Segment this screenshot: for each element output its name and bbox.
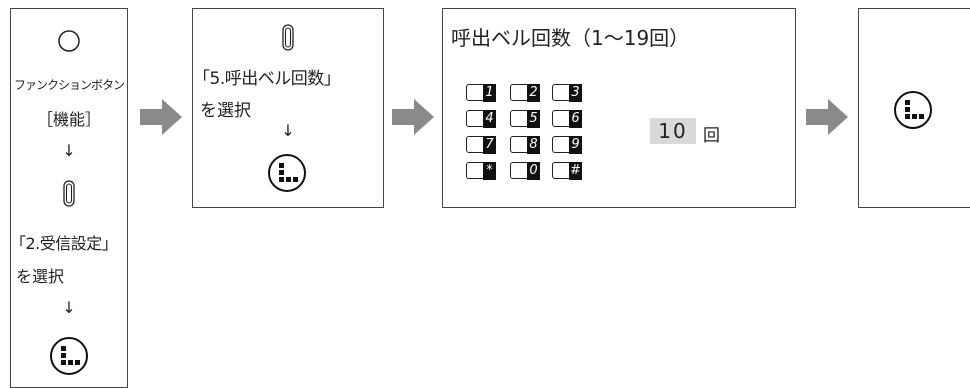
keypad-key-6: 6 [552, 110, 582, 128]
keypad-key-9: 9 [552, 136, 582, 154]
keypad-key-5: 5 [510, 110, 540, 128]
right-arrow-icon [392, 99, 434, 135]
jog-dial-icon [63, 180, 75, 207]
select-item-ring-count: 「5.呼出ベル回数」 [193, 69, 341, 89]
ring-count-unit: 回 [703, 126, 720, 146]
right-arrow-icon [806, 99, 848, 135]
circle-button-icon [58, 30, 80, 52]
keypad-key-hash: # [552, 162, 582, 180]
step-panel-3 [442, 8, 796, 208]
enter-button-icon [268, 154, 306, 192]
jog-dial-icon [282, 24, 294, 51]
ring-count-value: 10 [658, 119, 688, 143]
keypad-key-1: 1 [466, 84, 496, 102]
ring-count-title: 呼出ベル回数（1〜19回） [451, 26, 690, 50]
keypad-key-7: 7 [466, 136, 496, 154]
function-button-label: ファンクションボタン [13, 78, 125, 92]
right-arrow-icon [140, 99, 182, 135]
select-action-1: を選択 [16, 267, 65, 286]
keypad-key-2: 2 [510, 84, 540, 102]
keypad-key-8: 8 [510, 136, 540, 154]
down-arrow-1: ↓ [62, 141, 76, 160]
keypad-key-0: 0 [510, 162, 540, 180]
keypad-key-4: 4 [466, 110, 496, 128]
down-arrow-2: ↓ [62, 298, 76, 317]
down-arrow-3: ↓ [281, 121, 295, 140]
function-button-sub: ［機能］ [36, 110, 101, 129]
enter-button-icon [894, 91, 932, 129]
step-panel-2 [192, 8, 384, 208]
step-panel-4 [858, 8, 970, 208]
step-panel-1 [10, 8, 128, 388]
keypad-key-3: 3 [552, 84, 582, 102]
ring-count-value-box [650, 118, 696, 144]
select-item-receive-settings: 「2.受信設定」 [10, 234, 118, 253]
keypad-key-star: * [466, 162, 496, 180]
select-action-2: を選択 [200, 101, 251, 121]
enter-button-icon [50, 337, 88, 375]
